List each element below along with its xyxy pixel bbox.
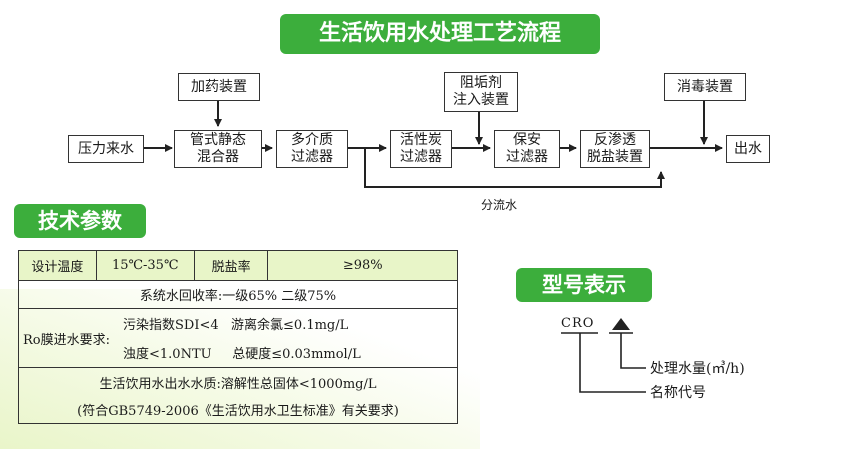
capacity-leader — [620, 333, 646, 369]
carbon-filter-box: 活性炭过滤器 — [390, 130, 452, 168]
model-code: CRO — [561, 316, 595, 331]
model-heading: 型号表示 — [516, 268, 652, 302]
ro-requirements: Ro膜进水要求: 污染指数SDI<4 游离余氯≤0.1mg/L 浊度<1.0NT… — [18, 308, 458, 368]
desal-label: 脱盐率 — [193, 250, 269, 281]
params-heading: 技术参数 — [14, 204, 146, 238]
ro-unit-box: 反渗透脱盐装置 — [580, 130, 650, 168]
source-box: 压力来水 — [68, 135, 144, 163]
bypass-line — [364, 148, 665, 188]
disinfect-box: 消毒装置 — [664, 73, 746, 101]
bypass-label: 分流水 — [481, 198, 518, 212]
media-filter-box: 多介质过滤器 — [276, 130, 348, 168]
temp-label: 设计温度 — [18, 250, 97, 281]
name-code-leader — [579, 333, 646, 393]
mixer-box: 管式静态混合器 — [174, 130, 262, 168]
params-table: 设计温度 15℃-35℃ 脱盐率 ≥98% 系统水回收率:一级65% 二级75%… — [18, 250, 458, 424]
ro-req-line1: 污染指数SDI<4 游离余氯≤0.1mg/L — [123, 318, 349, 333]
ro-req-line2: 浊度<1.0NTU 总硬度≤0.03mmol/L — [123, 347, 361, 362]
dosing-box: 加药装置 — [178, 73, 260, 101]
name-code-label: 名称代号 — [650, 385, 706, 401]
ro-label: Ro膜进水要求: — [23, 332, 110, 348]
water-quality-line2: (符合GB5749-2006《生活饮用水卫生标准》有关要求) — [77, 403, 399, 419]
water-quality: 生活饮用水出水水质:溶解性总固体<1000mg/L (符合GB5749-2006… — [18, 367, 458, 424]
outlet-box: 出水 — [726, 135, 770, 163]
recovery-rate: 系统水回收率:一级65% 二级75% — [18, 280, 458, 309]
placeholder-triangle — [612, 318, 630, 330]
security-filter-box: 保安过滤器 — [494, 130, 560, 168]
desal-value: ≥98% — [267, 250, 458, 281]
page-title: 生活饮用水处理工艺流程 — [280, 14, 600, 54]
capacity-label: 处理水量(㎥/h) — [650, 361, 745, 377]
antiscalant-box: 阻垢剂注入装置 — [444, 72, 518, 112]
water-quality-line1: 生活饮用水出水水质:溶解性总固体<1000mg/L — [99, 376, 377, 392]
